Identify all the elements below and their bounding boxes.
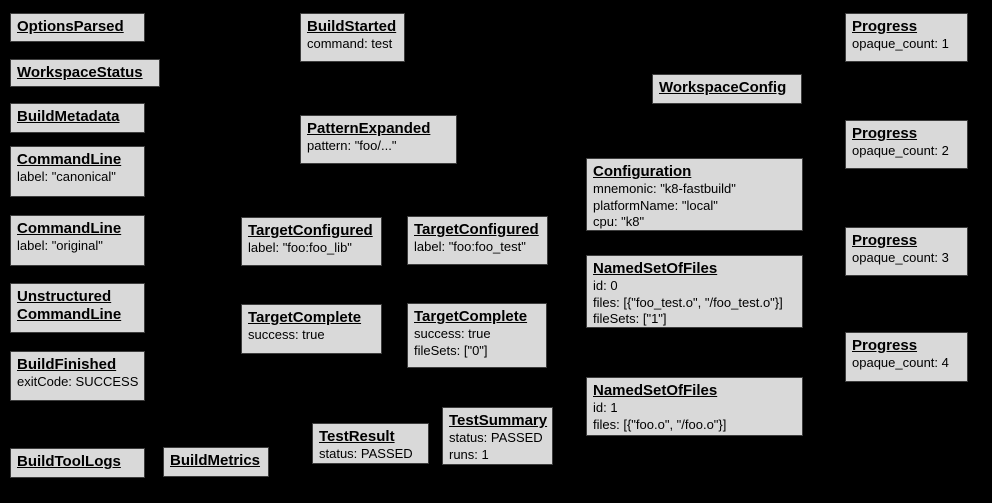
node-field: pattern: "foo/..." bbox=[307, 138, 397, 153]
node-field: opaque_count: 1 bbox=[852, 36, 949, 51]
node-title: OptionsParsed bbox=[17, 18, 124, 35]
node-title: Progress bbox=[852, 337, 918, 354]
node-named-set-of-files-1: NamedSetOfFiles id: 1 files: [{"foo.o", … bbox=[586, 377, 803, 436]
node-field: label: "original" bbox=[17, 238, 103, 253]
node-build-finished: BuildFinished exitCode: SUCCESS bbox=[10, 351, 145, 401]
node-field: success: true bbox=[248, 327, 325, 342]
node-title: Progress bbox=[852, 232, 918, 249]
node-target-complete-foo-lib: TargetComplete success: true bbox=[241, 304, 382, 354]
node-field: label: "canonical" bbox=[17, 169, 116, 184]
node-configuration: Configuration mnemonic: "k8-fastbuild" p… bbox=[586, 158, 803, 231]
node-field: command: test bbox=[307, 36, 393, 51]
node-field: fileSets: ["0"] bbox=[414, 342, 488, 358]
node-title: TestResult bbox=[319, 428, 395, 445]
node-build-started: BuildStarted command: test bbox=[300, 13, 405, 62]
node-field: opaque_count: 2 bbox=[852, 143, 949, 158]
node-field: id: 0 bbox=[593, 278, 618, 293]
node-title: NamedSetOfFiles bbox=[593, 260, 718, 277]
node-build-metrics: BuildMetrics bbox=[163, 447, 269, 477]
node-title: WorkspaceConfig bbox=[659, 79, 787, 96]
node-field: label: "foo:foo_lib" bbox=[248, 240, 352, 255]
node-workspace-config: WorkspaceConfig bbox=[652, 74, 802, 104]
node-field: status: PASSED bbox=[449, 430, 543, 445]
node-field: runs: 1 bbox=[449, 446, 489, 462]
node-title: Progress bbox=[852, 125, 918, 142]
node-title: TargetComplete bbox=[414, 308, 528, 325]
node-target-configured-foo-test: TargetConfigured label: "foo:foo_test" bbox=[407, 216, 548, 265]
node-field: cpu: "k8" bbox=[593, 214, 645, 229]
node-command-line-original: CommandLine label: "original" bbox=[10, 215, 145, 266]
node-title: TestSummary bbox=[449, 412, 548, 429]
node-field: success: true bbox=[414, 326, 491, 341]
node-title: BuildMetadata bbox=[17, 108, 120, 125]
node-title: NamedSetOfFiles bbox=[593, 382, 718, 399]
node-title: BuildMetrics bbox=[170, 452, 261, 469]
node-title: Progress bbox=[852, 18, 918, 35]
node-title: TargetConfigured bbox=[414, 221, 539, 238]
node-title: BuildFinished bbox=[17, 356, 117, 373]
node-title: WorkspaceStatus bbox=[17, 64, 143, 81]
node-field: platformName: "local" bbox=[593, 197, 718, 213]
node-target-complete-foo-test: TargetComplete success: true fileSets: [… bbox=[407, 303, 547, 368]
node-command-line-canonical: CommandLine label: "canonical" bbox=[10, 146, 145, 197]
node-title: BuildStarted bbox=[307, 18, 397, 35]
node-progress-3: Progress opaque_count: 3 bbox=[845, 227, 968, 276]
node-field: fileSets: ["1"] bbox=[593, 311, 667, 326]
node-progress-4: Progress opaque_count: 4 bbox=[845, 332, 968, 382]
node-field: mnemonic: "k8-fastbuild" bbox=[593, 181, 736, 196]
node-title: TargetComplete bbox=[248, 309, 362, 326]
node-named-set-of-files-0: NamedSetOfFiles id: 0 files: [{"foo_test… bbox=[586, 255, 803, 328]
node-title: BuildToolLogs bbox=[17, 453, 121, 470]
node-options-parsed: OptionsParsed bbox=[10, 13, 145, 42]
node-build-metadata: BuildMetadata bbox=[10, 103, 145, 133]
node-workspace-status: WorkspaceStatus bbox=[10, 59, 160, 87]
node-pattern-expanded: PatternExpanded pattern: "foo/..." bbox=[300, 115, 457, 164]
node-title: Configuration bbox=[593, 163, 692, 180]
node-target-configured-foo-lib: TargetConfigured label: "foo:foo_lib" bbox=[241, 217, 382, 266]
node-title: TargetConfigured bbox=[248, 222, 373, 239]
node-field: exitCode: SUCCESS bbox=[17, 374, 139, 389]
node-build-tool-logs: BuildToolLogs bbox=[10, 448, 145, 478]
node-field: id: 1 bbox=[593, 400, 618, 415]
node-field: opaque_count: 3 bbox=[852, 250, 949, 265]
node-unstructured-command-line: Unstructured CommandLine bbox=[10, 283, 145, 333]
node-title: CommandLine bbox=[17, 151, 122, 168]
node-test-result: TestResult status: PASSED bbox=[312, 423, 429, 464]
node-field: label: "foo:foo_test" bbox=[414, 239, 526, 254]
node-field: files: [{"foo.o", "/foo.o"}] bbox=[593, 416, 727, 432]
node-field: opaque_count: 4 bbox=[852, 355, 949, 370]
node-title: PatternExpanded bbox=[307, 120, 431, 137]
node-title: Unstructured CommandLine bbox=[17, 288, 122, 323]
node-test-summary: TestSummary status: PASSED runs: 1 bbox=[442, 407, 553, 465]
node-field: status: PASSED bbox=[319, 446, 413, 461]
node-title: CommandLine bbox=[17, 220, 122, 237]
node-progress-1: Progress opaque_count: 1 bbox=[845, 13, 968, 62]
node-progress-2: Progress opaque_count: 2 bbox=[845, 120, 968, 169]
node-field: files: [{"foo_test.o", "/foo_test.o"}] bbox=[593, 294, 783, 310]
